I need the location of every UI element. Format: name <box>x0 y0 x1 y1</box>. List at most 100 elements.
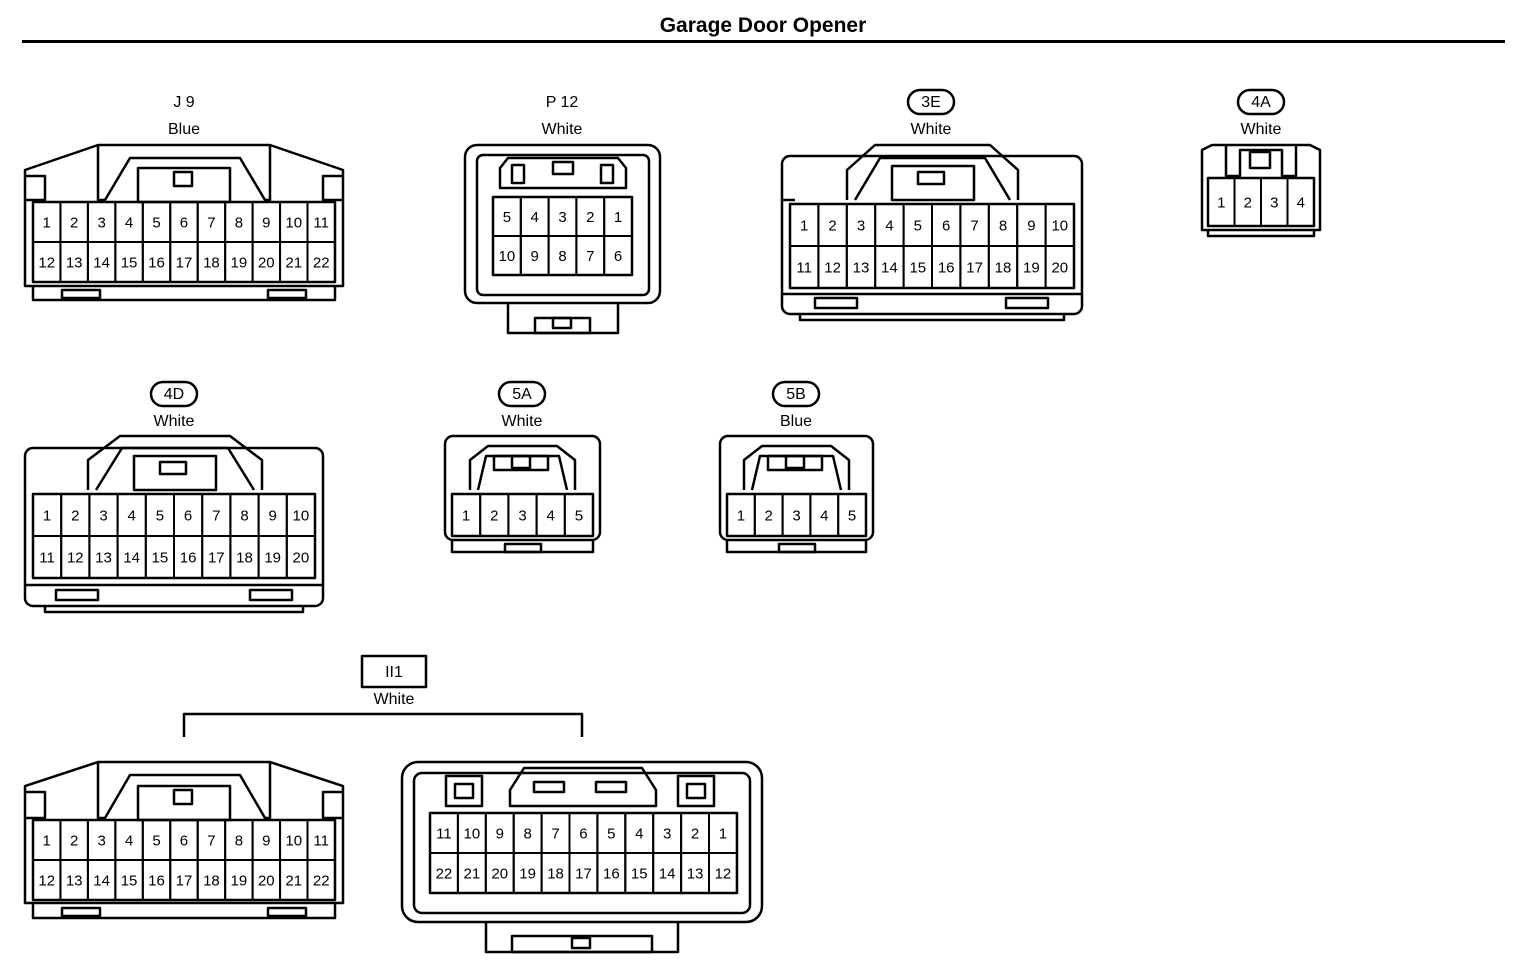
pin-cell-5a <box>563 493 594 537</box>
pin-label-ii1-right: 18 <box>547 866 564 883</box>
connector-color-5b: Blue <box>780 413 812 430</box>
pin-label-ii1-left: 7 <box>207 833 215 850</box>
pin-label-4d: 3 <box>99 508 107 525</box>
connector-id-4a: 4A <box>1251 94 1271 111</box>
pin-label-4d: 19 <box>264 550 281 567</box>
pin-label-3e: 18 <box>995 260 1012 277</box>
connector-color-4a: White <box>1241 121 1282 138</box>
badge-5b <box>771 380 821 408</box>
pin-label-ii1-left: 17 <box>176 873 193 890</box>
pin-label-ii1-left: 12 <box>38 873 55 890</box>
pin-label-ii1-right: 5 <box>607 826 615 843</box>
pin-label-4d: 16 <box>180 550 197 567</box>
connector-id-3e: 3E <box>921 94 941 111</box>
pin-label-3e: 19 <box>1023 260 1040 277</box>
pin-label-j9: 6 <box>180 215 188 232</box>
pin-label-ii1-left: 3 <box>97 833 105 850</box>
pin-label-4d: 13 <box>95 550 112 567</box>
pin-label-3e: 4 <box>885 218 893 235</box>
pin-cell-4d <box>285 535 316 579</box>
pin-label-ii1-left: 6 <box>180 833 188 850</box>
pin-label-4d: 7 <box>212 508 220 525</box>
pin-label-j9: 7 <box>207 215 215 232</box>
title-rule <box>22 40 1505 43</box>
connector-id-5b: 5B <box>786 386 806 403</box>
pin-label-3e: 16 <box>938 260 955 277</box>
pin-label-ii1-left: 10 <box>285 833 302 850</box>
pin-label-3e: 1 <box>800 218 808 235</box>
pin-label-p12: 3 <box>558 209 566 226</box>
pin-cell-p12 <box>603 235 634 276</box>
pin-label-ii1-right: 15 <box>631 866 648 883</box>
pin-label-5b: 2 <box>765 508 773 525</box>
connector-color-p12: White <box>542 121 583 138</box>
pin-label-5a: 2 <box>490 508 498 525</box>
pin-label-ii1-right: 1 <box>719 826 727 843</box>
pin-label-ii1-right: 20 <box>491 866 508 883</box>
pin-cell-ii1-right <box>708 852 738 894</box>
pin-label-p12: 7 <box>586 248 594 265</box>
pin-label-j9: 11 <box>313 215 329 232</box>
pin-label-5b: 1 <box>737 508 745 525</box>
pin-label-ii1-right: 19 <box>519 866 536 883</box>
pin-label-3e: 9 <box>1027 218 1035 235</box>
pin-label-ii1-left: 9 <box>262 833 270 850</box>
pin-label-3e: 3 <box>857 218 865 235</box>
pin-label-j9: 19 <box>231 255 248 272</box>
pin-label-ii1-left: 8 <box>235 833 243 850</box>
pin-label-3e: 5 <box>914 218 922 235</box>
pin-label-ii1-left: 5 <box>152 833 160 850</box>
pin-label-j9: 5 <box>152 215 160 232</box>
pin-label-ii1-left: 4 <box>125 833 133 850</box>
badge-ii1 <box>360 654 428 689</box>
pin-label-ii1-right: 7 <box>551 826 559 843</box>
pin-label-4d: 10 <box>293 508 310 525</box>
connector-color-5a: White <box>502 413 543 430</box>
connector-color-ii1: White <box>374 691 415 708</box>
pin-label-4d: 12 <box>67 550 84 567</box>
connector-color-j9: Blue <box>168 121 200 138</box>
pin-label-ii1-left: 20 <box>258 873 275 890</box>
pin-label-ii1-right: 4 <box>635 826 643 843</box>
pin-label-p12: 4 <box>531 209 539 226</box>
pin-label-4d: 18 <box>236 550 253 567</box>
pin-label-ii1-left: 16 <box>148 873 165 890</box>
pin-label-j9: 18 <box>203 255 220 272</box>
pin-label-j9: 1 <box>43 215 51 232</box>
pin-label-j9: 14 <box>93 255 110 272</box>
pin-label-4d: 17 <box>208 550 225 567</box>
pin-label-4a: 1 <box>1217 195 1225 212</box>
pin-label-3e: 6 <box>942 218 950 235</box>
pin-label-5a: 5 <box>575 508 583 525</box>
pin-label-ii1-right: 21 <box>464 866 481 883</box>
pin-label-p12: 10 <box>499 248 516 265</box>
pin-label-ii1-left: 14 <box>93 873 110 890</box>
pin-label-4d: 1 <box>43 508 51 525</box>
pin-label-j9: 8 <box>235 215 243 232</box>
pin-label-p12: 6 <box>614 248 622 265</box>
pin-label-ii1-left: 11 <box>313 833 329 850</box>
pin-label-ii1-right: 14 <box>659 866 676 883</box>
pin-label-ii1-right: 2 <box>691 826 699 843</box>
pin-label-4d: 5 <box>156 508 164 525</box>
pin-label-ii1-left: 22 <box>313 873 330 890</box>
pin-label-ii1-left: 1 <box>43 833 51 850</box>
pin-label-ii1-left: 19 <box>231 873 248 890</box>
pin-label-j9: 2 <box>70 215 78 232</box>
pin-label-4a: 3 <box>1270 195 1278 212</box>
pin-label-3e: 8 <box>999 218 1007 235</box>
pin-label-ii1-right: 10 <box>464 826 481 843</box>
pin-label-p12: 9 <box>531 248 539 265</box>
badge-5a <box>497 380 547 408</box>
pin-label-j9: 17 <box>176 255 193 272</box>
pin-label-4d: 4 <box>128 508 136 525</box>
pin-label-4d: 9 <box>269 508 277 525</box>
pin-cell-ii1-left <box>306 859 336 901</box>
pin-label-4d: 14 <box>123 550 140 567</box>
pin-label-j9: 3 <box>97 215 105 232</box>
badge-4d <box>149 380 199 408</box>
pin-label-3e: 10 <box>1051 218 1068 235</box>
pin-label-4d: 2 <box>71 508 79 525</box>
pin-label-ii1-left: 18 <box>203 873 220 890</box>
